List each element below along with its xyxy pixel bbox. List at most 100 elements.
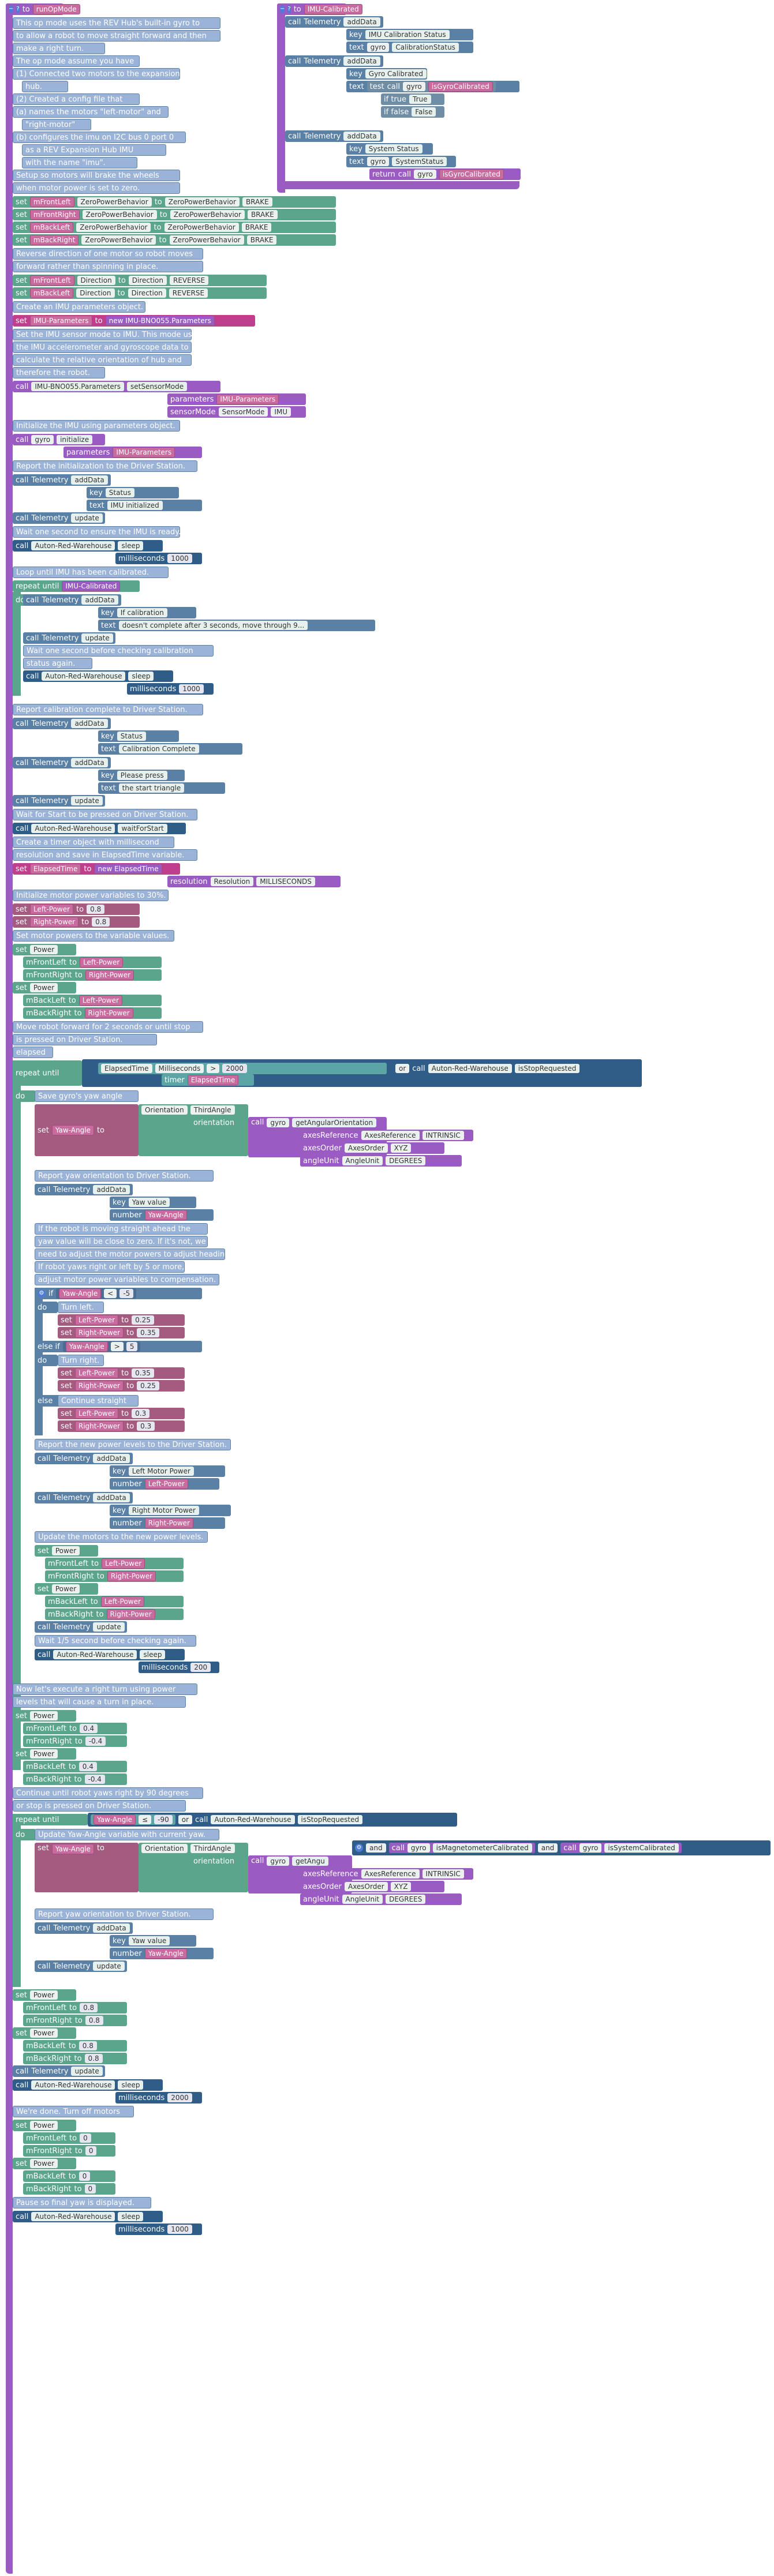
variable-name[interactable]: Right-Power (74, 1381, 124, 1391)
or-operator[interactable]: or (395, 1064, 410, 1073)
gear-icon[interactable]: ⚙ (38, 1289, 46, 1298)
and-operator[interactable]: and (537, 1843, 558, 1853)
new-object[interactable]: new ElapsedTime (94, 864, 162, 874)
axes-reference-value[interactable]: INTRINSIC (422, 1869, 464, 1878)
enum-type[interactable]: ZeroPowerBehavior (164, 223, 239, 232)
comment[interactable]: therefore the robot. (13, 367, 105, 378)
gyro-value[interactable]: gyro (367, 43, 390, 52)
gyro-value[interactable]: gyro (407, 1843, 430, 1853)
enum-type[interactable]: Direction (128, 276, 167, 285)
operator[interactable]: ≤ (139, 1815, 152, 1824)
comment[interactable]: make a right turn. (13, 43, 105, 54)
gear-icon[interactable]: ? (16, 5, 20, 13)
property-name[interactable]: ZeroPowerBehavior (77, 197, 152, 207)
ternary-block[interactable]: test call gyro isGyroCalibrated (367, 81, 496, 92)
comment[interactable]: We're done. Turn off motors (13, 2106, 134, 2117)
comment[interactable]: as a REV Expansion Hub IMU (22, 144, 166, 156)
value[interactable]: 0.3 (132, 1409, 150, 1418)
comment[interactable]: Loop until IMU has been calibrated. (13, 567, 169, 578)
value[interactable]: 0.8 (84, 2054, 103, 2063)
angle-unit-value[interactable]: DEGREES (386, 1156, 426, 1165)
key-value[interactable]: IMU Calibration Status (365, 30, 450, 39)
enum-type[interactable]: Direction (128, 288, 166, 298)
true-value[interactable]: True (409, 95, 431, 104)
comment[interactable]: status again. (23, 658, 92, 669)
value[interactable]: 0.8 (87, 905, 105, 914)
comment[interactable]: Turn left. (58, 1302, 104, 1313)
run-name[interactable]: runOpMode (32, 4, 80, 14)
return-slot[interactable]: return call gyro isGyroCalibrated (369, 168, 521, 180)
variable-value[interactable]: Right-Power (84, 1008, 133, 1018)
key-value[interactable]: System Status (365, 144, 422, 153)
milliseconds-value[interactable]: 1000 (167, 2225, 192, 2234)
yaw-lt-minus5[interactable]: Yaw-Angle<-5 (56, 1288, 137, 1299)
comment[interactable]: resolution and save in ElapsedTime varia… (13, 849, 197, 861)
timer-variable[interactable]: ElapsedTime (187, 1075, 239, 1085)
enum-type[interactable]: ZeroPowerBehavior (170, 210, 245, 219)
value[interactable]: 0 (80, 2133, 91, 2143)
comment[interactable]: yaw value will be close to zero. If it's… (35, 1236, 208, 1247)
comment[interactable]: Initialize the IMU using parameters obje… (13, 420, 180, 432)
comment[interactable]: Turn right. (58, 1355, 104, 1366)
variable-value[interactable]: Right-Power (107, 1571, 156, 1581)
axes-order-enum[interactable]: AxesOrder (344, 1143, 388, 1153)
yaw-gt-5[interactable]: Yaw-Angle>5 (62, 1341, 141, 1352)
milliseconds-value[interactable]: 2000 (167, 2093, 192, 2102)
axes-reference-value[interactable]: INTRINSIC (422, 1131, 464, 1140)
comment[interactable]: Now let's execute a right turn using pow… (13, 1683, 197, 1695)
comment[interactable]: (2) Created a config file that (13, 93, 140, 105)
orientation-label[interactable]: Orientation (141, 1105, 188, 1115)
variable-name[interactable]: Yaw-Angle (51, 1844, 94, 1854)
property-name[interactable]: ZeroPowerBehavior (81, 235, 156, 245)
operator[interactable]: < (104, 1289, 117, 1298)
repeat-until-loop[interactable]: repeat until (13, 1060, 82, 1086)
orientation-label[interactable]: Orientation (141, 1844, 188, 1853)
comment[interactable]: Wait 1/5 second before checking again. (35, 1635, 196, 1647)
variable-name[interactable]: Yaw-Angle (51, 1125, 94, 1135)
comment[interactable]: or stop is pressed on Driver Station. (13, 1800, 186, 1812)
number-value[interactable]: Left-Power (144, 1479, 188, 1489)
comment[interactable]: Create a timer object with millisecond (13, 837, 174, 848)
gyro-value[interactable]: gyro (31, 435, 54, 444)
angle-unit-value[interactable]: DEGREES (386, 1895, 426, 1904)
gyro-value[interactable]: gyro (402, 82, 425, 91)
milliseconds-value[interactable]: 1000 (179, 684, 204, 693)
text-slot-3[interactable]: text gyro SystemStatus (346, 156, 456, 167)
function-header[interactable]: − ? to IMU-Calibrated (277, 3, 362, 15)
enum-value[interactable]: REVERSE (170, 276, 209, 285)
text-value[interactable]: the start triangle (118, 783, 185, 793)
comment[interactable]: Report yaw orientation to Driver Station… (35, 1170, 214, 1182)
